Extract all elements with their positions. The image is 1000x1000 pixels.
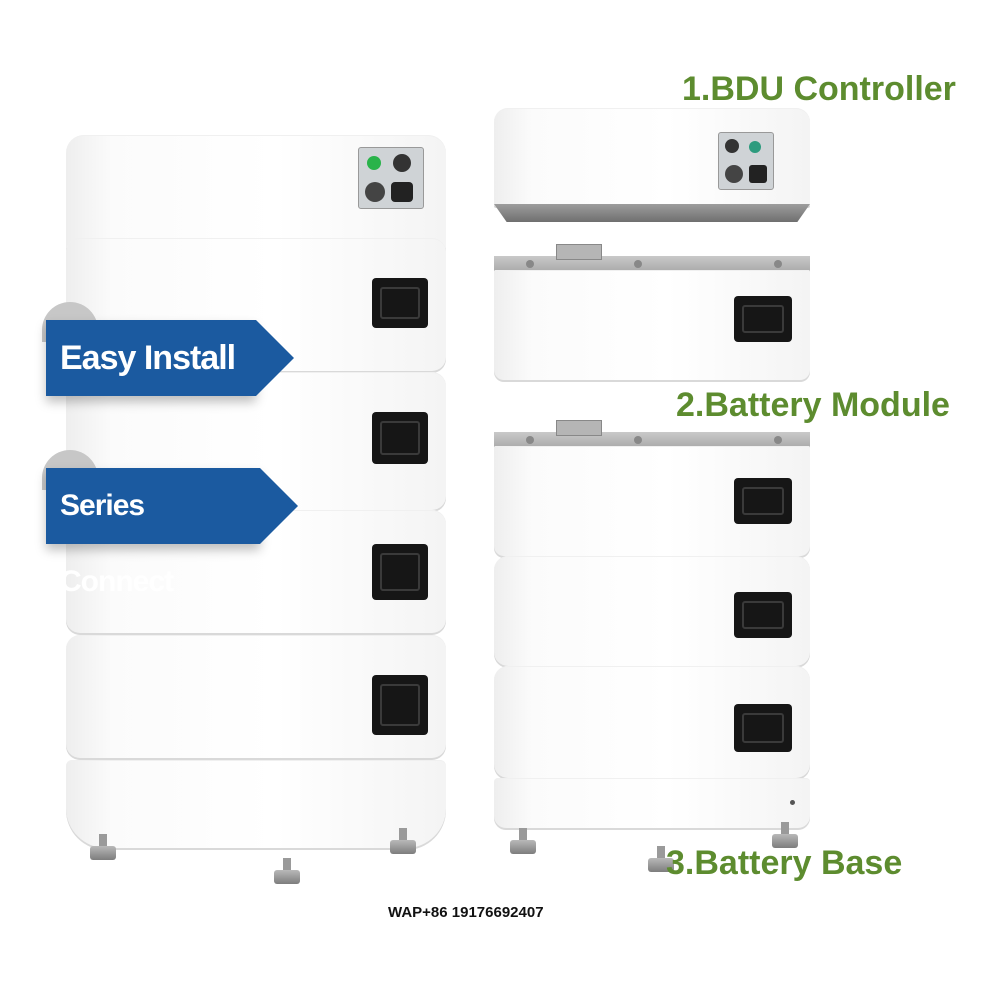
stack-battery-base [66, 760, 446, 850]
bdu-controller-label: 1.BDU Controller [682, 70, 956, 108]
module-top-rail [494, 256, 810, 272]
leveling-foot [390, 828, 416, 854]
power-indicator-icon [367, 156, 381, 170]
module-handle [372, 544, 428, 600]
leveling-foot [772, 822, 798, 848]
bdu-controller-unit [494, 108, 810, 208]
bdu-underside [494, 204, 810, 222]
stack-bdu-unit [66, 135, 446, 255]
bdu-control-panel [358, 147, 424, 209]
leveling-foot [648, 846, 674, 872]
easy-install-label: Easy Install [46, 320, 256, 396]
module-handle [372, 278, 428, 328]
series-connect-badge: Series Connect [42, 450, 298, 598]
battery-module-label: 2.Battery Module [676, 386, 950, 424]
battery-module-unit [494, 270, 810, 382]
module-handle [372, 412, 428, 464]
connector-icon [365, 182, 385, 202]
stack-battery-module [66, 635, 446, 760]
switch-icon [393, 154, 411, 172]
module-top-connector [556, 420, 602, 436]
easy-install-badge: Easy Install [42, 302, 294, 396]
battery-module-unit [494, 556, 810, 668]
module-handle [734, 478, 792, 524]
connector-icon [749, 165, 767, 183]
module-top-connector [556, 244, 602, 260]
leveling-foot [90, 834, 116, 860]
battery-module-unit [494, 446, 810, 558]
module-handle [734, 704, 792, 752]
power-indicator-icon [749, 141, 761, 153]
battery-module-unit [494, 666, 810, 780]
series-connect-label: Series Connect [46, 468, 260, 598]
contact-text: WAP+86 19176692407 [388, 904, 544, 921]
connector-icon [391, 182, 413, 202]
leveling-foot [274, 858, 300, 884]
bdu-control-panel [718, 132, 774, 190]
module-handle [734, 592, 792, 638]
module-handle [372, 675, 428, 735]
leveling-foot [510, 828, 536, 854]
module-top-rail [494, 432, 810, 448]
connector-icon [725, 165, 743, 183]
battery-base-label: 3.Battery Base [666, 844, 903, 882]
battery-base-unit [494, 778, 810, 830]
module-handle [734, 296, 792, 342]
switch-icon [725, 139, 739, 153]
